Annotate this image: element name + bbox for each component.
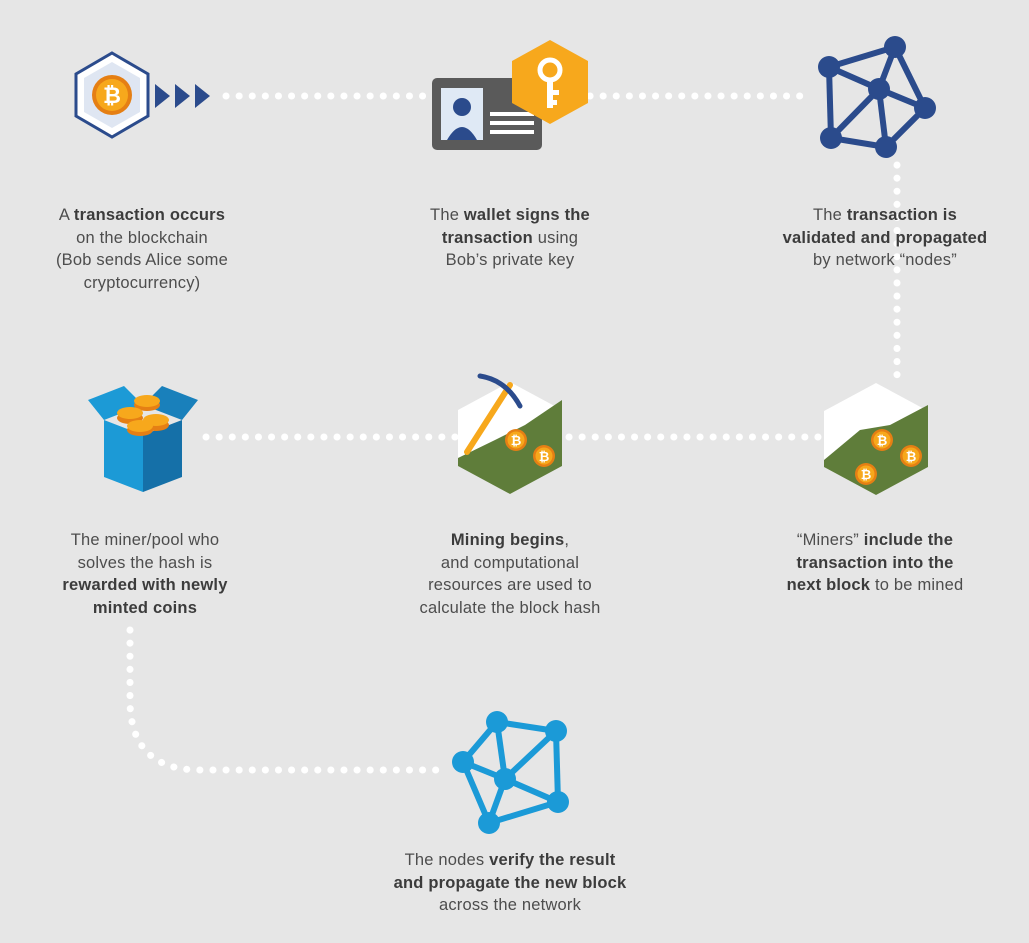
caption-line: transaction using [390,227,630,250]
caption-line: “Miners” include the [740,529,1010,552]
svg-text:₿: ₿ [877,434,888,449]
caption-bold-text: transaction [441,228,533,247]
caption-line: on the blockchain [22,227,262,250]
caption-text: “Miners” [796,531,864,549]
caption-text: and computational [440,553,580,572]
caption-text: The nodes [404,851,490,869]
caption-bold-text: transaction into the [796,553,954,572]
caption-bold-text: Mining begins [450,531,565,549]
arrows-icon [155,84,210,108]
caption-line: validated and propagated [750,227,1020,250]
caption-line: transaction into the [740,552,1010,575]
caption-bold-text: include the [863,531,954,549]
caption-line: A transaction occurs [22,204,262,227]
caption-text: using [532,228,579,247]
caption-bold-text: validated and propagated [782,228,988,247]
caption-bold-text: and propagate the new block [393,873,627,892]
caption-line: next block to be mined [740,574,1010,597]
box-of-coins-icon [88,386,198,492]
caption-line: Bob’s private key [390,249,630,272]
caption-line: rewarded with newly [20,574,270,597]
caption-line: and propagate the new block [360,872,660,895]
caption-line: across the network [360,894,660,917]
caption-text: by network “nodes” [813,251,957,269]
network-nodes-icon [818,36,936,158]
caption-line: cryptocurrency) [22,272,262,295]
caption-bold-text: minted coins [92,598,198,617]
dotted-connector [126,92,901,774]
svg-text:₿: ₿ [539,450,550,465]
caption-text: on the blockchain [76,228,208,247]
caption-line: (Bob sends Alice some [22,249,262,272]
caption-bold-text: verify the result [489,851,616,869]
caption-line: The wallet signs the [390,204,630,227]
network-nodes-icon [452,711,569,834]
caption-text: solves the hash is [77,553,213,572]
caption-line: The transaction is [750,204,1020,227]
step-6-caption: The miner/pool who solves the hash is rewa… [20,529,270,619]
caption-text: (Bob sends Alice some [55,251,229,269]
bitcoin-hexagon-icon: ₿ [74,51,150,139]
caption-bold-text: next block [786,576,871,594]
caption-line: and computational [380,552,640,575]
caption-text: resources are used to [428,576,592,594]
caption-text: calculate the block hash [419,598,601,617]
caption-line: solves the hash is [20,552,270,575]
caption-line: calculate the block hash [380,597,640,620]
caption-line: The miner/pool who [20,529,270,552]
caption-line: resources are used to [380,574,640,597]
caption-text: , [564,531,570,549]
svg-text:₿: ₿ [861,468,872,483]
mined-block-hexagon-icon: ₿ ₿ ₿ [824,383,928,495]
svg-text:₿: ₿ [511,434,522,449]
caption-bold-text: wallet signs the [463,206,590,224]
caption-line: minted coins [20,597,270,620]
caption-bold-text: rewarded with newly [62,576,228,594]
caption-line: The nodes verify the result [360,849,660,872]
caption-text: The [813,206,847,224]
caption-text: across the network [438,896,582,914]
caption-text: to be mined [870,576,964,594]
caption-bold-text: transaction is [846,206,957,224]
caption-text: A [58,206,74,224]
mining-pickaxe-hexagon-icon: ₿ ₿ [458,373,562,494]
caption-line: Mining begins, [380,529,640,552]
svg-text:₿: ₿ [906,450,917,465]
wallet-id-card-key-icon [432,40,588,150]
caption-text: The [430,206,464,224]
svg-text:₿: ₿ [103,84,121,109]
caption-text: The miner/pool who [70,531,220,549]
caption-line: by network “nodes” [750,249,1020,272]
caption-bold-text: transaction occurs [73,206,226,224]
caption-text: cryptocurrency) [83,273,201,292]
caption-text: Bob’s private key [445,251,575,269]
